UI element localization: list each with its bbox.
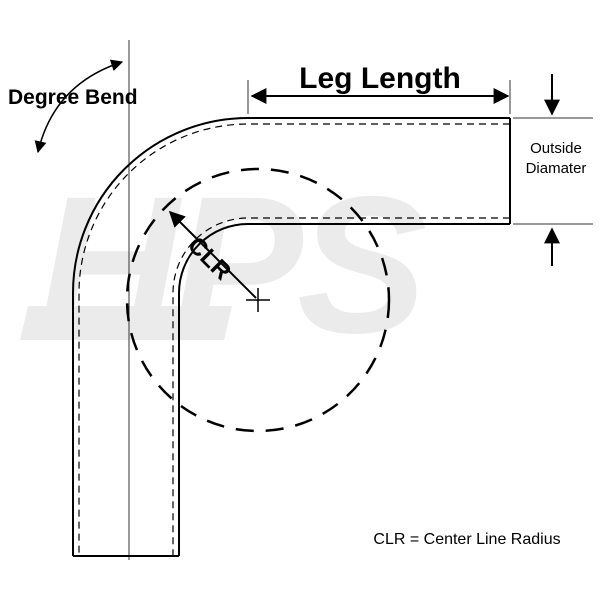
- degree-bend-arc: [34, 59, 124, 154]
- tube: [72, 117, 511, 557]
- leg-length-label: Leg Length: [299, 62, 461, 95]
- clr-arrow: [168, 210, 257, 299]
- tube-wall-outer-dashed: [78, 123, 510, 556]
- tube-outer-edge: [72, 117, 510, 556]
- outside-diameter-label-line2: Diamater: [526, 160, 587, 177]
- clr-definition-note: CLR = Center Line Radius: [373, 531, 560, 548]
- outside-diameter-label-line1: Outside: [530, 140, 582, 157]
- watermark-bar: [20, 306, 232, 340]
- tube-inner-edge: [178, 223, 510, 556]
- clr-dashed-circle: [125, 167, 391, 433]
